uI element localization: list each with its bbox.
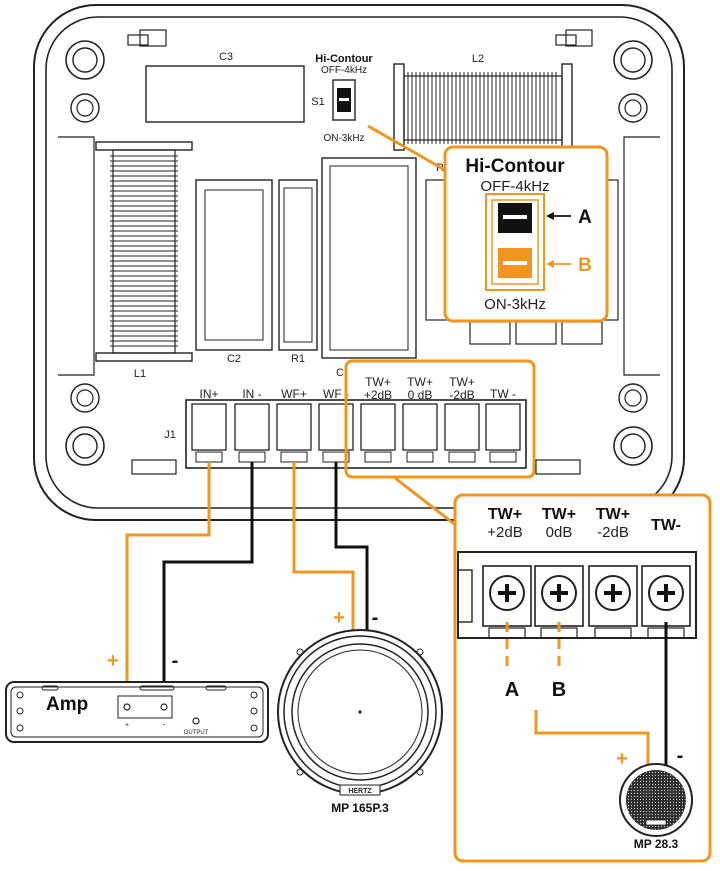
terminal-label-tw-plus-2db-l1: TW+	[365, 375, 391, 389]
callout-switch-bottom: ON-3kHz	[484, 296, 546, 313]
capacitor-c3: C3	[145, 51, 305, 123]
terminal-label-tw-minus-2db-l2: -2dB	[449, 388, 474, 402]
terminal-label-tw-0db-l2: 0 dB	[408, 388, 433, 402]
resistor-r1: R1	[278, 179, 318, 365]
switch-callout: Hi-Contour OFF-4kHz A B ON-3kHz	[443, 145, 609, 323]
terminal-callout: TW+ +2dB TW+ 0dB TW+ -2dB TW- A B + - MP…	[453, 493, 712, 863]
terminal-label-in-minus: IN -	[242, 387, 261, 401]
callout-col3-l2: -2dB	[597, 524, 629, 541]
amp-wire-positive	[125, 462, 211, 700]
amplifier: Amp + - OUTPUT + -	[5, 650, 269, 743]
board-terminal-cell	[276, 403, 312, 451]
terminal-label-tw-0db-l1: TW+	[407, 375, 433, 389]
screw-slot-v	[557, 584, 561, 602]
board-terminal-cell	[234, 403, 270, 451]
callout-terminal-foot	[594, 627, 632, 639]
callout-switch-title: Hi-Contour	[465, 156, 565, 177]
board-terminal-cell	[191, 403, 227, 451]
tweeter-minus-sign: -	[677, 745, 684, 767]
callout-col1-l1: TW+	[488, 506, 522, 523]
woofer-plus-sign: +	[333, 607, 345, 629]
amp-mini-plus: +	[125, 722, 129, 729]
board-terminal-cells	[191, 403, 521, 463]
callout-col3-l1: TW+	[596, 506, 630, 523]
woofer-wire-positive	[292, 462, 355, 636]
board-terminal-cell	[318, 403, 354, 451]
woofer-minus-sign: -	[372, 607, 379, 629]
amp-plus-sign: +	[107, 650, 119, 672]
mounting-hole-bottom-left	[65, 383, 105, 466]
callout-terminal-marker-b: B	[552, 679, 566, 701]
amp-wire-negative	[162, 462, 254, 700]
screw-slot-v	[664, 584, 668, 602]
board-terminal-cell	[444, 403, 480, 451]
callout-connector-switch	[367, 124, 446, 172]
label-c3: C3	[219, 51, 233, 63]
callout-terminal-edge	[457, 569, 473, 623]
tweeter-plus-sign: +	[616, 748, 628, 770]
amp-mini-minus: -	[163, 720, 166, 729]
terminal-block-j1: J1 IN+ IN - WF+ WF - TW+ +2dB TW+ 0 dB T…	[131, 375, 581, 475]
woofer-brand: HERTZ	[348, 788, 372, 795]
coil-l1: L1	[95, 141, 193, 380]
terminal-label-tw-minus-2db-l1: TW+	[449, 375, 475, 389]
callout-marker-b: B	[578, 255, 592, 276]
capacitor-c2: C2	[195, 179, 273, 365]
tw-terminal-highlight	[344, 359, 536, 479]
label-c: C	[336, 367, 344, 379]
callout-col2-l1: TW+	[542, 506, 576, 523]
crossover-board	[33, 4, 685, 521]
tweeter-mp-28-3: MP 28.3	[619, 763, 693, 851]
callout-switch-top: OFF-4kHz	[480, 178, 549, 195]
board-terminal-cell	[402, 403, 438, 451]
mounting-hole-top-right	[613, 40, 653, 123]
callout-marker-a: A	[578, 207, 592, 228]
switch-s1: Hi-Contour OFF-4kHz S1 ON-3kHz	[311, 53, 373, 144]
capacitor-c: C	[321, 157, 417, 379]
terminal-label-wf-plus: WF+	[281, 387, 307, 401]
coil-l1-windings	[110, 155, 178, 347]
label-j1: J1	[164, 429, 176, 441]
board-terminal-labels: IN+ IN - WF+ WF - TW+ +2dB TW+ 0 dB TW+ …	[199, 375, 516, 402]
mounting-hole-top-left	[65, 40, 105, 123]
amp-output-label: OUTPUT	[184, 730, 209, 736]
callout-col1-l2: +2dB	[487, 524, 522, 541]
label-l1: L1	[134, 368, 146, 380]
amp-minus-sign: -	[172, 650, 179, 672]
label-l2: L2	[472, 53, 484, 65]
terminal-label-tw-minus: TW -	[490, 387, 516, 401]
tweeter-wire-positive	[534, 710, 650, 780]
board-terminal-cell	[485, 403, 521, 451]
callout-col4-l1: TW-	[651, 517, 681, 534]
screw-slot-v	[611, 584, 615, 602]
switch-ref: S1	[311, 96, 324, 108]
woofer-label: MP 165P.3	[331, 801, 389, 815]
amp-label: Amp	[46, 694, 88, 715]
woofer-mp-165p-3: HERTZ MP 165P.3 + -	[277, 607, 443, 815]
label-c2: C2	[227, 353, 241, 365]
coil-l2: L2	[393, 53, 573, 151]
screw-slot-v	[505, 584, 509, 602]
board-terminal-foot	[489, 451, 517, 463]
switch-top-label: OFF-4kHz	[321, 65, 367, 76]
board-terminal-foot	[406, 451, 434, 463]
terminal-label-tw-plus-2db-l2: +2dB	[364, 388, 392, 402]
terminal-label-wf-minus: WF -	[323, 387, 349, 401]
mounting-hole-bottom-right	[613, 383, 653, 466]
board-terminal-foot	[448, 451, 476, 463]
callout-col2-l2: 0dB	[546, 524, 573, 541]
callout-terminal-marker-a: A	[505, 679, 519, 701]
coil-l2-windings	[407, 72, 557, 144]
woofer-wire-negative	[334, 462, 369, 636]
switch-bottom-label: ON-3kHz	[323, 133, 364, 144]
label-r1: R1	[291, 353, 305, 365]
tweeter-label: MP 28.3	[634, 837, 679, 851]
terminal-label-in-plus: IN+	[199, 387, 218, 401]
switch-title: Hi-Contour	[315, 53, 373, 65]
board-terminal-foot	[364, 451, 392, 463]
callout-terminal-cell	[588, 565, 638, 627]
board-terminal-cell	[360, 403, 396, 451]
